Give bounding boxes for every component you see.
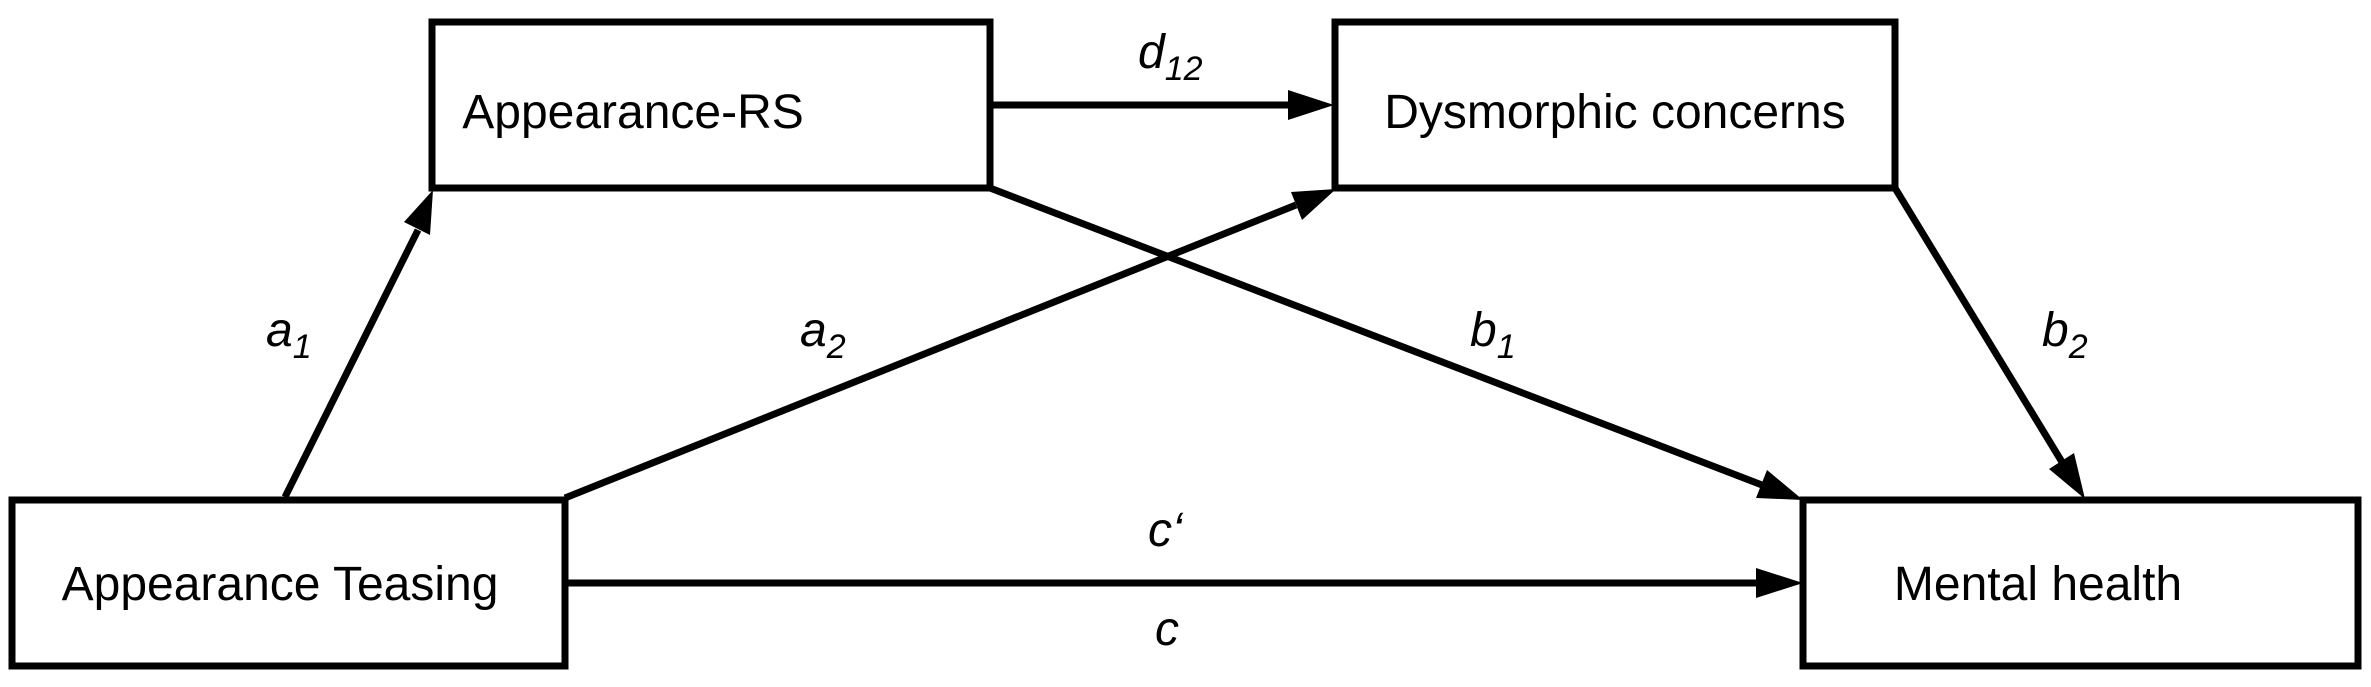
label-b1-main: b <box>1470 304 1497 357</box>
arrow-b2 <box>1892 186 2065 464</box>
label-c-prime: c‘ <box>1148 504 1184 557</box>
arrow-b1-head <box>1756 470 1803 500</box>
label-d12: d12 <box>1138 26 1203 88</box>
dysmorphic-concerns-label: Dysmorphic concerns <box>1384 86 1845 139</box>
arrow-b2-head <box>2049 453 2085 499</box>
arrow-d12-head <box>1288 90 1334 120</box>
label-b2-main: b <box>2042 304 2069 357</box>
label-d12-sub: 12 <box>1165 50 1203 88</box>
dysmorphic-concerns-box <box>1331 18 1899 192</box>
arrow-a1-head <box>404 190 433 235</box>
arrow-a2-head <box>1291 189 1336 220</box>
label-a1: a1 <box>266 304 312 366</box>
label-a1-main: a <box>266 304 293 357</box>
label-a2: a2 <box>800 304 846 366</box>
label-a1-sub: 1 <box>293 328 312 366</box>
arrow-a2 <box>563 201 1298 502</box>
arrow-c-head <box>1756 568 1803 598</box>
label-b2: b2 <box>2042 304 2088 366</box>
appearance-rs-label: Appearance-RS <box>462 86 804 139</box>
appearance-rs-box <box>428 18 994 192</box>
mental-health-box <box>1799 496 2362 670</box>
label-a2-main: a <box>800 304 827 357</box>
label-a2-sub: 2 <box>826 328 846 366</box>
label-b1: b1 <box>1470 304 1516 366</box>
label-d12-main: d <box>1138 26 1166 79</box>
appearance-teasing-box <box>8 496 569 670</box>
arrow-b1 <box>988 184 1764 489</box>
label-b2-sub: 2 <box>2068 328 2088 366</box>
mental-health-label: Mental health <box>1894 558 2182 611</box>
appearance-teasing-label: Appearance Teasing <box>62 558 499 611</box>
label-c: c <box>1155 603 1179 656</box>
arrow-a1 <box>281 228 422 499</box>
label-b1-sub: 1 <box>1497 328 1516 366</box>
